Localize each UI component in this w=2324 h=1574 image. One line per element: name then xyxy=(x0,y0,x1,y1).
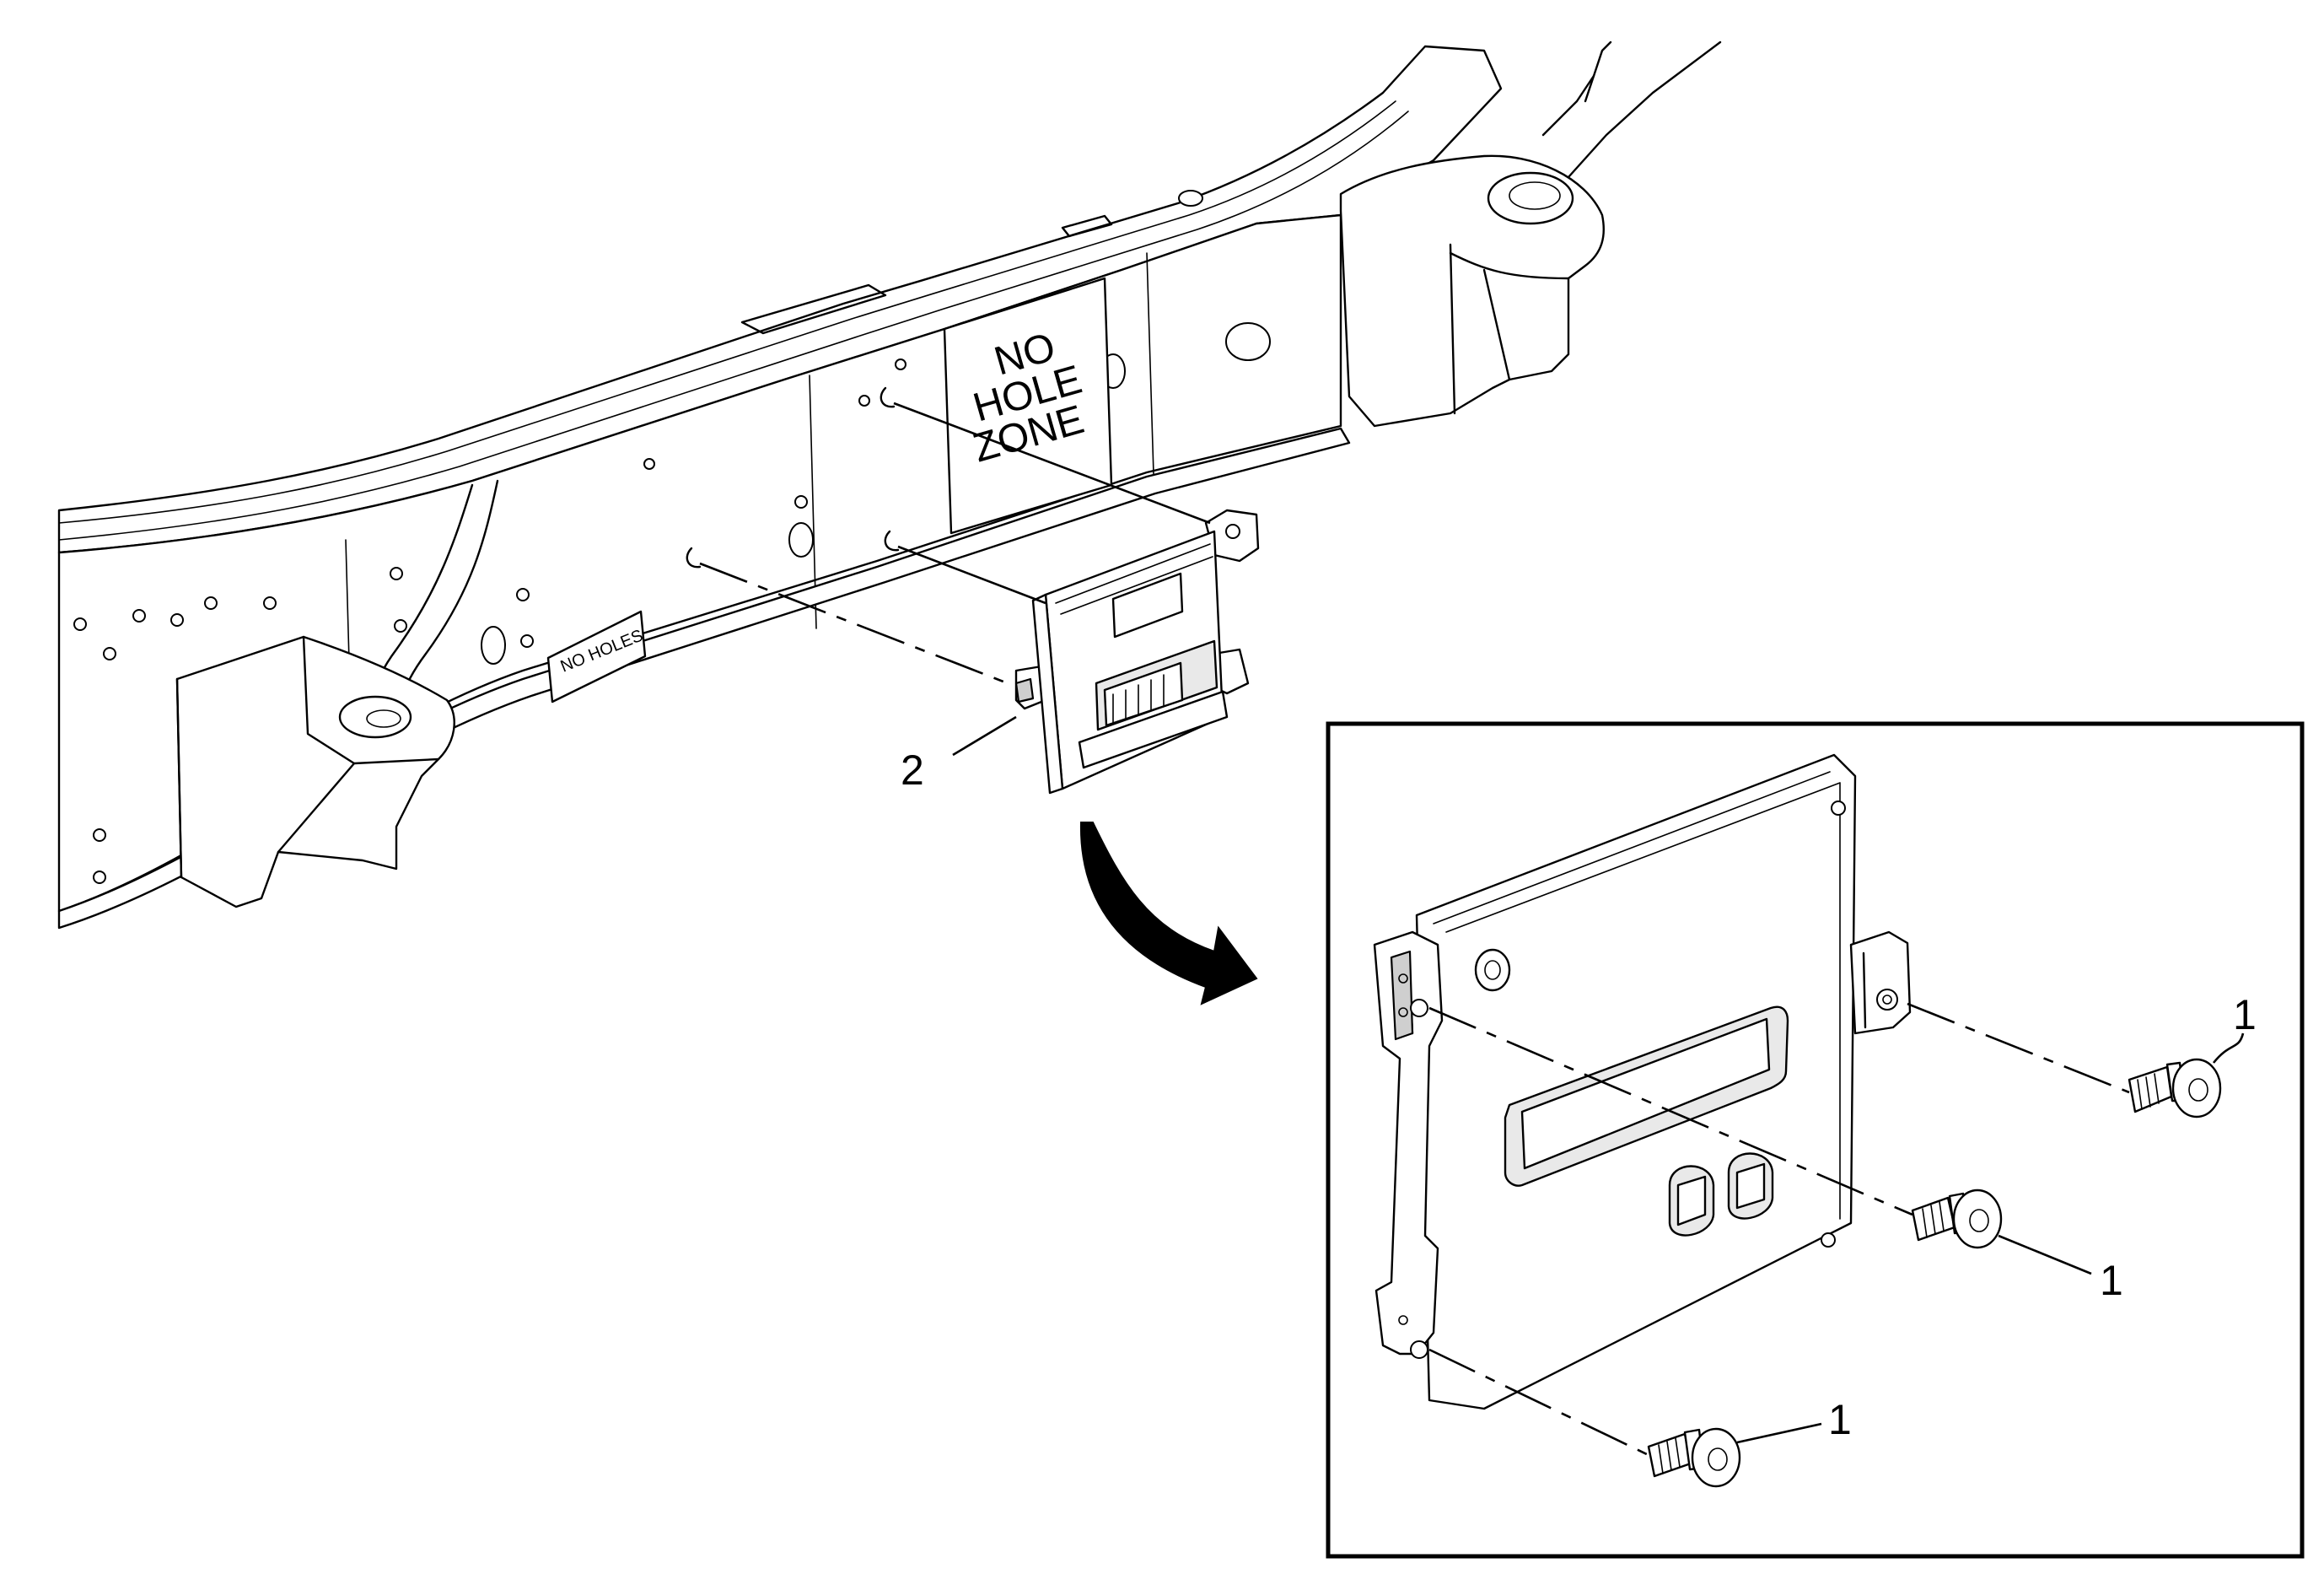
callout-module-number: 2 xyxy=(901,747,924,794)
frame-holes xyxy=(73,190,1271,884)
module-on-frame xyxy=(1014,509,1260,795)
callout-1-middle: 1 xyxy=(1998,1234,2123,1304)
right-body-mount xyxy=(1339,40,1722,428)
frame-guide-lines xyxy=(699,402,1211,687)
callout-bolt-lower: 1 xyxy=(1828,1396,1852,1443)
detail-bolt-lower xyxy=(1647,1427,1741,1488)
detail-arrow xyxy=(1079,822,1258,1005)
callout-1-upper-right: 1 xyxy=(2212,991,2257,1064)
callout-2: 2 xyxy=(901,715,1017,794)
frame-rail: NO HOLE ZONE NO HOLES xyxy=(57,40,1722,930)
detail-bolt-middle xyxy=(1911,1189,2003,1249)
detail-module xyxy=(1373,753,1912,1410)
detail-guide-lines xyxy=(1428,1002,2130,1457)
no-holes-plate: NO HOLES xyxy=(546,610,647,703)
callout-bolt-middle: 1 xyxy=(2100,1257,2123,1304)
callout-1-lower: 1 xyxy=(1736,1396,1852,1444)
callout-bolt-upper-right: 1 xyxy=(2233,991,2257,1038)
left-body-mount xyxy=(175,635,455,908)
detail-bolt-upper-right xyxy=(2128,1058,2222,1119)
detail-inset: 1 1 1 xyxy=(1326,721,2305,1559)
